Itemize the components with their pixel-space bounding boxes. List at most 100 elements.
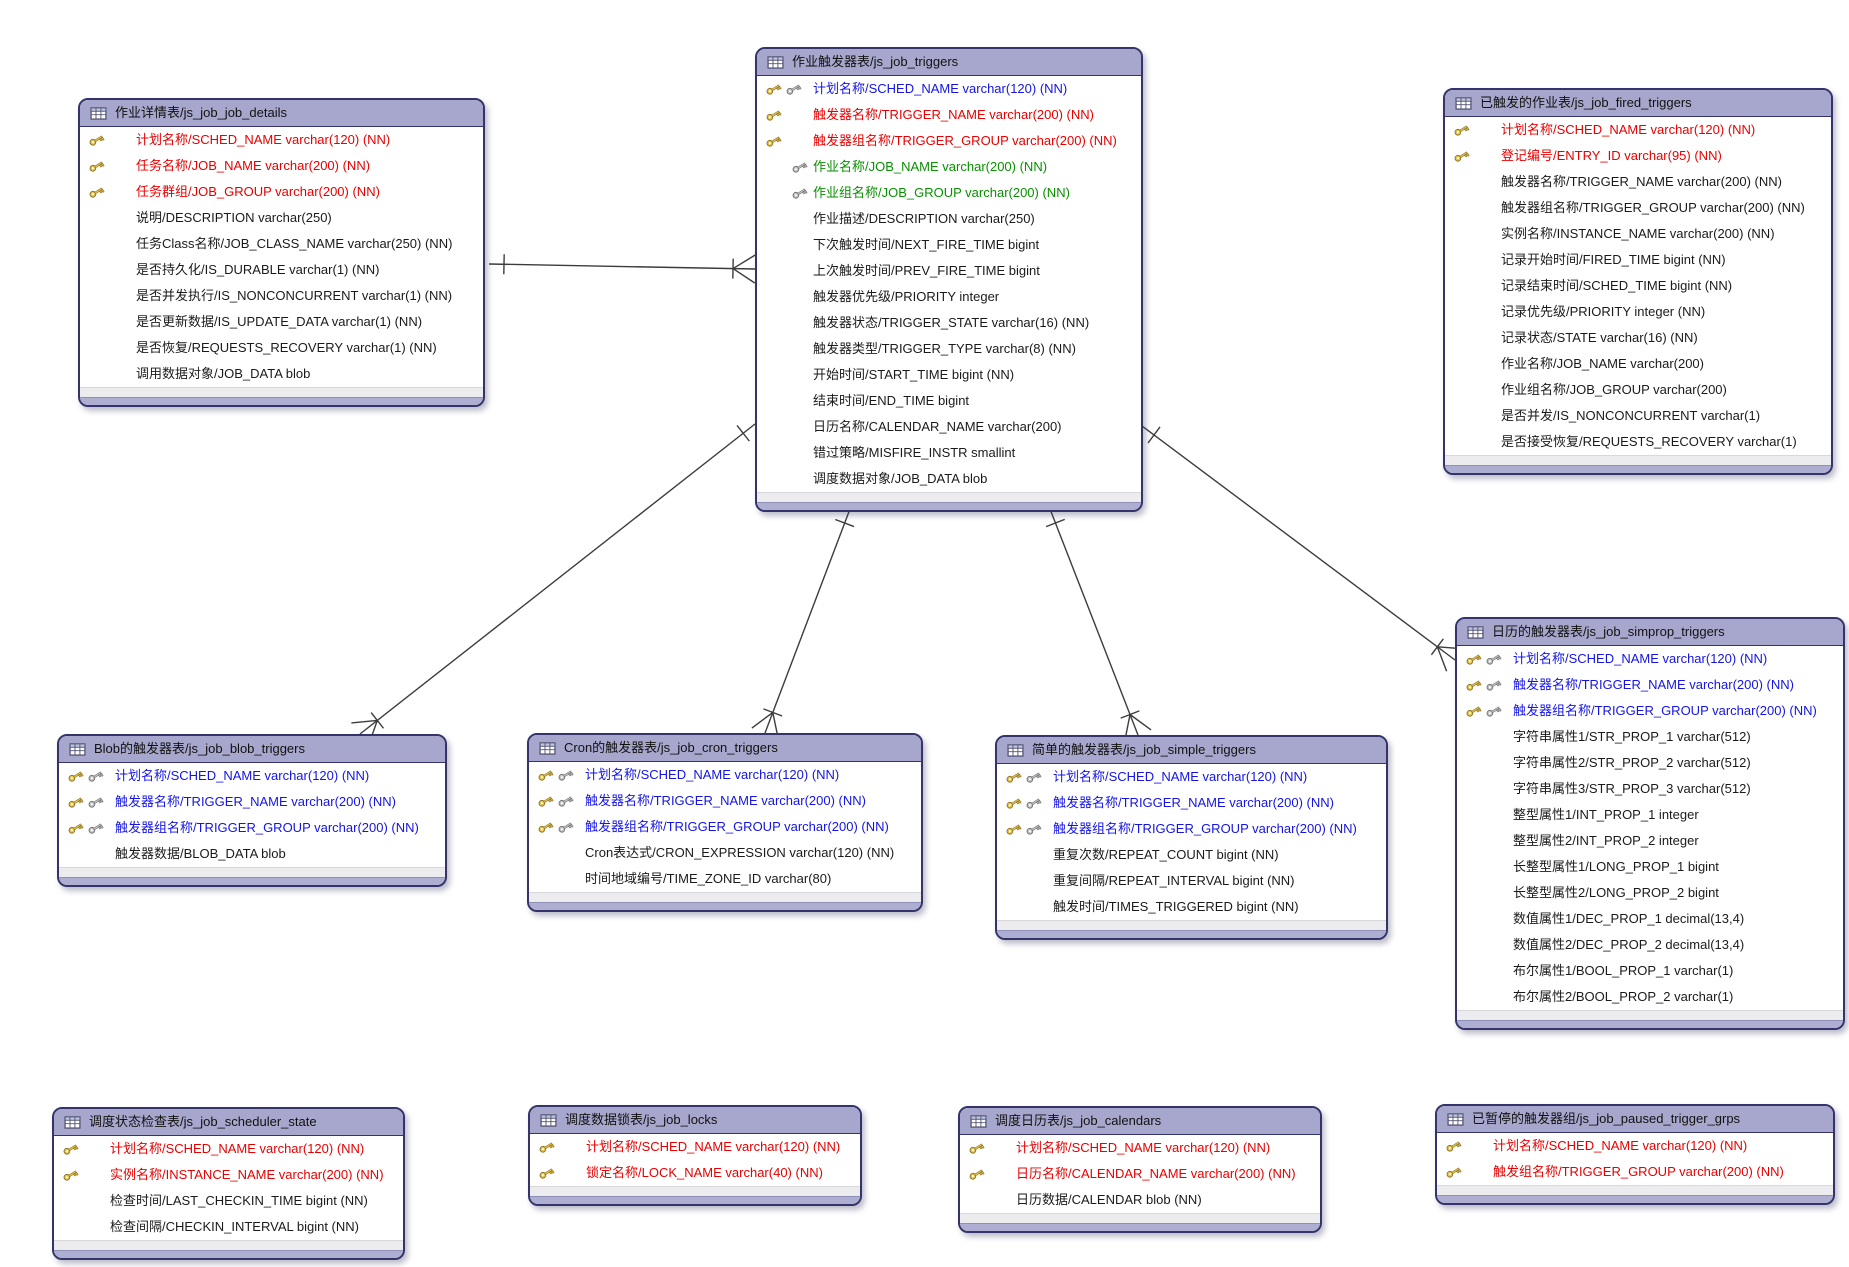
column-row[interactable]: 记录结束时间/SCHED_TIME bigint (NN) — [1445, 273, 1831, 299]
column-row[interactable]: 任务Class名称/JOB_CLASS_NAME varchar(250) (N… — [80, 231, 483, 257]
column-row[interactable]: 日历名称/CALENDAR_NAME varchar(200) (NN) — [960, 1161, 1320, 1187]
column-row[interactable]: 触发器名称/TRIGGER_NAME varchar(200) (NN) — [529, 788, 921, 814]
column-row[interactable]: 上次触发时间/PREV_FIRE_TIME bigint — [757, 258, 1141, 284]
column-row[interactable]: 作业描述/DESCRIPTION varchar(250) — [757, 206, 1141, 232]
column-row[interactable]: 说明/DESCRIPTION varchar(250) — [80, 205, 483, 231]
table-header[interactable]: Cron的触发器表/js_job_cron_triggers — [529, 735, 921, 762]
column-row[interactable]: 字符串属性2/STR_PROP_2 varchar(512) — [1457, 750, 1843, 776]
column-row[interactable]: 作业名称/JOB_NAME varchar(200) (NN) — [757, 154, 1141, 180]
column-row[interactable]: 日历数据/CALENDAR blob (NN) — [960, 1187, 1320, 1213]
column-row[interactable]: 触发组名称/TRIGGER_GROUP varchar(200) (NN) — [1437, 1159, 1833, 1185]
column-row[interactable]: 字符串属性3/STR_PROP_3 varchar(512) — [1457, 776, 1843, 802]
column-row[interactable]: 锁定名称/LOCK_NAME varchar(40) (NN) — [530, 1160, 860, 1186]
column-row[interactable]: 数值属性1/DEC_PROP_1 decimal(13,4) — [1457, 906, 1843, 932]
column-row[interactable]: 字符串属性1/STR_PROP_1 varchar(512) — [1457, 724, 1843, 750]
relationship-triggers-to-simprop_triggers[interactable] — [1141, 425, 1464, 672]
table-header[interactable]: Blob的触发器表/js_job_blob_triggers — [59, 736, 445, 763]
column-row[interactable]: 记录状态/STATE varchar(16) (NN) — [1445, 325, 1831, 351]
column-row[interactable]: 计划名称/SCHED_NAME varchar(120) (NN) — [757, 76, 1141, 102]
column-row[interactable]: 检查间隔/CHECKIN_INTERVAL bigint (NN) — [54, 1214, 403, 1240]
column-row[interactable]: 触发器组名称/TRIGGER_GROUP varchar(200) (NN) — [997, 816, 1386, 842]
column-row[interactable]: 触发器组名称/TRIGGER_GROUP varchar(200) (NN) — [1457, 698, 1843, 724]
column-row[interactable]: 是否接受恢复/REQUESTS_RECOVERY varchar(1) — [1445, 429, 1831, 455]
column-row[interactable]: 计划名称/SCHED_NAME varchar(120) (NN) — [80, 127, 483, 153]
column-row[interactable]: 计划名称/SCHED_NAME varchar(120) (NN) — [59, 763, 445, 789]
column-row[interactable]: 登记编号/ENTRY_ID varchar(95) (NN) — [1445, 143, 1831, 169]
column-row[interactable]: 记录开始时间/FIRED_TIME bigint (NN) — [1445, 247, 1831, 273]
column-row[interactable]: 作业组名称/JOB_GROUP varchar(200) — [1445, 377, 1831, 403]
column-row[interactable]: 触发器名称/TRIGGER_NAME varchar(200) (NN) — [1445, 169, 1831, 195]
column-row[interactable]: 整型属性1/INT_PROP_1 integer — [1457, 802, 1843, 828]
table-header[interactable]: 调度日历表/js_job_calendars — [960, 1108, 1320, 1135]
column-row[interactable]: 触发器名称/TRIGGER_NAME varchar(200) (NN) — [997, 790, 1386, 816]
column-row[interactable]: 计划名称/SCHED_NAME varchar(120) (NN) — [960, 1135, 1320, 1161]
column-row[interactable]: 布尔属性2/BOOL_PROP_2 varchar(1) — [1457, 984, 1843, 1010]
column-row[interactable]: 错过策略/MISFIRE_INSTR smallint — [757, 440, 1141, 466]
column-row[interactable]: 检查时间/LAST_CHECKIN_TIME bigint (NN) — [54, 1188, 403, 1214]
column-row[interactable]: 计划名称/SCHED_NAME varchar(120) (NN) — [1457, 646, 1843, 672]
table-header[interactable]: 简单的触发器表/js_job_simple_triggers — [997, 737, 1386, 764]
column-row[interactable]: 计划名称/SCHED_NAME varchar(120) (NN) — [529, 762, 921, 788]
column-row[interactable]: 时间地域编号/TIME_ZONE_ID varchar(80) — [529, 866, 921, 892]
column-row[interactable]: 任务名称/JOB_NAME varchar(200) (NN) — [80, 153, 483, 179]
table-header[interactable]: 作业触发器表/js_job_triggers — [757, 49, 1141, 76]
column-row[interactable]: 重复间隔/REPEAT_INTERVAL bigint (NN) — [997, 868, 1386, 894]
column-row[interactable]: 触发器组名称/TRIGGER_GROUP varchar(200) (NN) — [529, 814, 921, 840]
table-header[interactable]: 作业详情表/js_job_job_details — [80, 100, 483, 127]
column-row[interactable]: 触发器优先级/PRIORITY integer — [757, 284, 1141, 310]
table-header[interactable]: 调度数据锁表/js_job_locks — [530, 1107, 860, 1134]
column-row[interactable]: 是否恢复/REQUESTS_RECOVERY varchar(1) (NN) — [80, 335, 483, 361]
column-row[interactable]: 触发器组名称/TRIGGER_GROUP varchar(200) (NN) — [757, 128, 1141, 154]
column-row[interactable]: 是否持久化/IS_DURABLE varchar(1) (NN) — [80, 257, 483, 283]
column-row[interactable]: 实例名称/INSTANCE_NAME varchar(200) (NN) — [54, 1162, 403, 1188]
column-row[interactable]: 任务群组/JOB_GROUP varchar(200) (NN) — [80, 179, 483, 205]
column-row[interactable]: 触发时间/TIMES_TRIGGERED bigint (NN) — [997, 894, 1386, 920]
column-row[interactable]: 下次触发时间/NEXT_FIRE_TIME bigint — [757, 232, 1141, 258]
table-header[interactable]: 已暂停的触发器组/js_job_paused_trigger_grps — [1437, 1106, 1833, 1133]
table-header[interactable]: 日历的触发器表/js_job_simprop_triggers — [1457, 619, 1843, 646]
column-row[interactable]: 计划名称/SCHED_NAME varchar(120) (NN) — [1445, 117, 1831, 143]
column-row[interactable]: 记录优先级/PRIORITY integer (NN) — [1445, 299, 1831, 325]
column-row[interactable]: 触发器名称/TRIGGER_NAME varchar(200) (NN) — [757, 102, 1141, 128]
column-row[interactable]: 长整型属性2/LONG_PROP_2 bigint — [1457, 880, 1843, 906]
column-row[interactable]: 整型属性2/INT_PROP_2 integer — [1457, 828, 1843, 854]
column-row[interactable]: 计划名称/SCHED_NAME varchar(120) (NN) — [54, 1136, 403, 1162]
column-row[interactable]: 计划名称/SCHED_NAME varchar(120) (NN) — [997, 764, 1386, 790]
column-row[interactable]: 触发器名称/TRIGGER_NAME varchar(200) (NN) — [59, 789, 445, 815]
column-row[interactable]: 是否并发/IS_NONCONCURRENT varchar(1) — [1445, 403, 1831, 429]
column-row[interactable]: 日历名称/CALENDAR_NAME varchar(200) — [757, 414, 1141, 440]
relationship-job_details-to-triggers[interactable] — [488, 254, 756, 284]
column-row[interactable]: 计划名称/SCHED_NAME varchar(120) (NN) — [1437, 1133, 1833, 1159]
column-row[interactable]: Cron表达式/CRON_EXPRESSION varchar(120) (NN… — [529, 840, 921, 866]
column-row[interactable]: 作业名称/JOB_NAME varchar(200) — [1445, 351, 1831, 377]
column-row[interactable]: 重复次数/REPEAT_COUNT bigint (NN) — [997, 842, 1386, 868]
column-row[interactable]: 触发器组名称/TRIGGER_GROUP varchar(200) (NN) — [1445, 195, 1831, 221]
column-row[interactable]: 开始时间/START_TIME bigint (NN) — [757, 362, 1141, 388]
column-row[interactable]: 数值属性2/DEC_PROP_2 decimal(13,4) — [1457, 932, 1843, 958]
column-row[interactable]: 结束时间/END_TIME bigint — [757, 388, 1141, 414]
column-row[interactable]: 计划名称/SCHED_NAME varchar(120) (NN) — [530, 1134, 860, 1160]
table-header[interactable]: 调度状态检查表/js_job_scheduler_state — [54, 1109, 403, 1136]
column-row[interactable]: 触发器数据/BLOB_DATA blob — [59, 841, 445, 867]
column-row[interactable]: 触发器名称/TRIGGER_NAME varchar(200) (NN) — [1457, 672, 1843, 698]
column-row[interactable]: 调度数据对象/JOB_DATA blob — [757, 466, 1141, 492]
column-row[interactable]: 触发器组名称/TRIGGER_GROUP varchar(200) (NN) — [59, 815, 445, 841]
column-row[interactable]: 触发器类型/TRIGGER_TYPE varchar(8) (NN) — [757, 336, 1141, 362]
column-row[interactable]: 长整型属性1/LONG_PROP_1 bigint — [1457, 854, 1843, 880]
table-header[interactable]: 已触发的作业表/js_job_fired_triggers — [1445, 90, 1831, 117]
column-row[interactable]: 触发器状态/TRIGGER_STATE varchar(16) (NN) — [757, 310, 1141, 336]
column-row[interactable]: 实例名称/INSTANCE_NAME varchar(200) (NN) — [1445, 221, 1831, 247]
column-row[interactable]: 是否更新数据/IS_UPDATE_DATA varchar(1) (NN) — [80, 309, 483, 335]
relationship-triggers-to-simple_triggers[interactable] — [1045, 508, 1152, 741]
column-row[interactable]: 调用数据对象/JOB_DATA blob — [80, 361, 483, 387]
